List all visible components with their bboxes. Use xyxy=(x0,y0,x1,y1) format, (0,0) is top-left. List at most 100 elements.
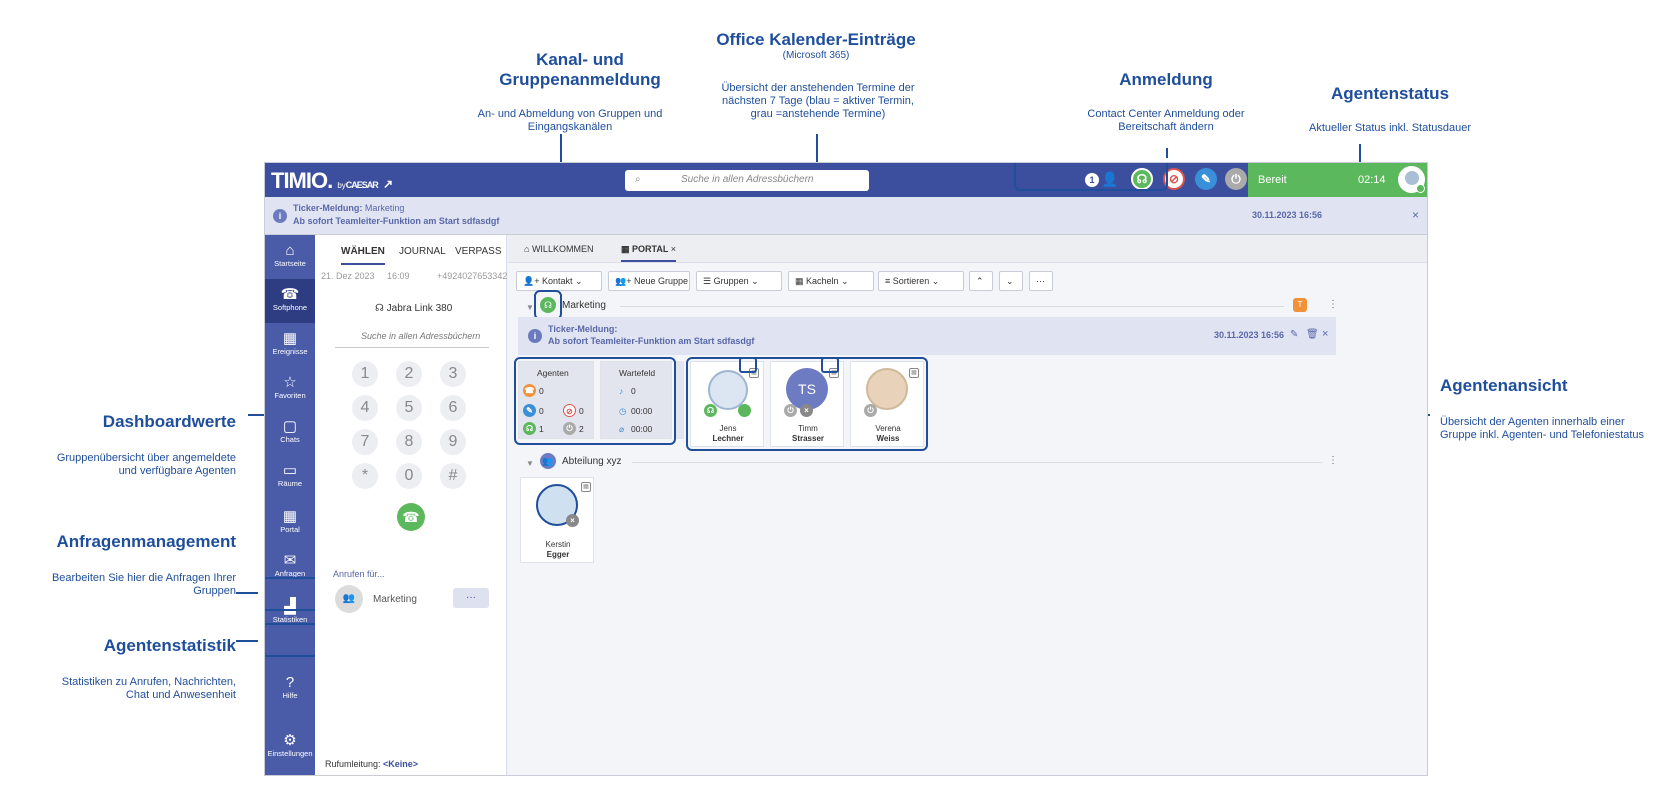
sidebar-item-einstellungen[interactable]: ⚙Einstellungen xyxy=(265,725,315,769)
tab-willkommen[interactable]: ⌂ WILLKOMMEN xyxy=(524,244,594,254)
agent-status[interactable]: Bereit 02:14 xyxy=(1248,163,1427,197)
call-for-more-button[interactable]: ··· xyxy=(453,588,489,608)
last-call-number[interactable]: +4924027653342 xyxy=(437,271,508,281)
groups-dropdown[interactable]: ☰ Gruppen ⌄ xyxy=(696,271,782,291)
expand-button[interactable]: ⌃ xyxy=(969,271,993,291)
agent-first-name: Kerstin xyxy=(545,540,571,549)
key-0[interactable]: 0 xyxy=(396,463,422,489)
login-icon: ☊ xyxy=(523,422,536,435)
key-8[interactable]: 8 xyxy=(396,429,422,455)
logout-button[interactable]: ⏻ xyxy=(1225,168,1247,190)
new-group-button[interactable]: 👥+ Neue Gruppe xyxy=(608,271,690,291)
grid-icon: ▦ xyxy=(282,508,298,525)
annotation-kanal-sub: An- und Abmeldung von Gruppen und Eingan… xyxy=(477,108,663,133)
last-call-date: 21. Dez 2023 xyxy=(321,271,375,281)
login-count-badge: 1 xyxy=(1085,173,1099,187)
tab-journal[interactable]: JOURNAL xyxy=(399,246,446,257)
group-icon: 👥 xyxy=(540,453,556,469)
collapse-button[interactable]: ⌄ xyxy=(999,271,1023,291)
calendar-icon[interactable]: ▦ xyxy=(909,368,919,378)
agent-card-lechner[interactable]: ☊ ▦ Jens Lechner xyxy=(690,361,764,447)
key-3[interactable]: 3 xyxy=(440,361,466,387)
queue-icon: ♪ xyxy=(619,386,624,396)
agent-card-egger[interactable]: × ▦ Kerstin Egger xyxy=(520,477,594,563)
close-icon[interactable]: × xyxy=(1412,208,1420,222)
collapse-group-icon[interactable]: ▼ xyxy=(526,459,534,468)
add-contact-button[interactable]: 👤+ Kontakt ⌄ xyxy=(516,271,602,291)
key-1[interactable]: 1 xyxy=(352,361,378,387)
key-4[interactable]: 4 xyxy=(352,395,378,421)
key-6[interactable]: 6 xyxy=(440,395,466,421)
call-for-group[interactable]: Marketing xyxy=(373,594,417,605)
key-2[interactable]: 2 xyxy=(396,361,422,387)
sidebar-item-ereignisse[interactable]: ▦Ereignisse xyxy=(265,323,315,367)
group-menu-icon[interactable]: ⋮ xyxy=(1328,299,1338,310)
close-icon[interactable]: × xyxy=(1322,328,1329,340)
sidebar-item-label: Startseite xyxy=(274,259,306,268)
tab-waehlen[interactable]: WÄHLEN xyxy=(341,246,385,265)
dnd-button[interactable]: ⊘ xyxy=(1163,168,1185,190)
agent-avatar xyxy=(866,368,908,410)
agent-last-name: Strasser xyxy=(791,434,825,443)
sidebar-item-hilfe[interactable]: ?Hilfe xyxy=(265,667,315,711)
group-ticker-date: 30.11.2023 16:56 xyxy=(1214,330,1285,340)
search-icon: ⌕ xyxy=(635,174,641,185)
phone-search-input[interactable]: Suche in allen Adressbüchern xyxy=(335,328,489,348)
sidebar-item-chats[interactable]: ▢Chats xyxy=(265,411,315,455)
sort-dropdown[interactable]: ≡ Sortieren ⌄ xyxy=(878,271,964,291)
key-hash[interactable]: # xyxy=(440,463,466,489)
agent-card-weiss[interactable]: ⏻ ▦ Verena Weiss xyxy=(850,361,924,447)
global-search-input[interactable]: Suche in allen Adressbüchern xyxy=(625,170,869,191)
help-icon: ? xyxy=(285,674,295,691)
annotation-office-small: (Microsoft 365) xyxy=(782,50,850,61)
sidebar-item-statistiken[interactable]: ▟Statistiken xyxy=(265,591,315,635)
call-forwarding[interactable]: Rufumleitung: <Keine> xyxy=(325,759,418,769)
key-5[interactable]: 5 xyxy=(396,395,422,421)
pause-button[interactable]: ✎ xyxy=(1195,168,1217,190)
sidebar-item-softphone[interactable]: ☎Softphone xyxy=(265,279,315,323)
toolbar-more-button[interactable]: ··· xyxy=(1029,271,1053,291)
sidebar-item-label: Einstellungen xyxy=(267,749,313,758)
user-avatar[interactable] xyxy=(1398,166,1425,193)
key-9[interactable]: 9 xyxy=(440,429,466,455)
sidebar-item-startseite[interactable]: ⌂Startseite xyxy=(265,235,315,279)
tab-portal[interactable]: ▦ PORTAL × xyxy=(621,244,676,262)
sidebar-item-label: Hilfe xyxy=(282,691,298,700)
key-star[interactable]: * xyxy=(352,463,378,489)
sidebar-item-label: Räume xyxy=(277,479,303,488)
sidebar-item-anfragen[interactable]: ✉Anfragen xyxy=(265,545,315,589)
button-label: Kontakt xyxy=(541,276,573,286)
delete-icon[interactable]: 🗑 xyxy=(1306,329,1319,340)
avg-time: 00:00 xyxy=(631,424,653,434)
sidebar-item-raeume[interactable]: ▭Räume xyxy=(265,455,315,499)
sidebar-item-portal[interactable]: ▦Portal xyxy=(265,501,315,545)
tiles-dropdown[interactable]: ▦ Kacheln ⌄ xyxy=(788,271,874,291)
highlight-calendar-blue xyxy=(739,357,757,373)
tab-verpass[interactable]: VERPASS xyxy=(455,246,502,257)
group-menu-icon[interactable]: ⋮ xyxy=(1328,455,1338,466)
calendar-icon: ▦ xyxy=(282,330,298,347)
calendar-icon[interactable]: ▦ xyxy=(581,482,591,492)
call-button[interactable]: ☎ xyxy=(397,503,425,531)
group-login-icon[interactable]: ☊ xyxy=(540,297,556,313)
dashboard-queue-card: Wartefeld ♪ 0 ◷ 00:00 ⌀ 00:00 xyxy=(600,361,672,439)
collapse-group-icon[interactable]: ▼ xyxy=(526,303,534,312)
edit-icon[interactable]: ✎ xyxy=(1290,329,1299,340)
users-check-icon[interactable]: 👤 xyxy=(1101,170,1119,187)
calendar-icon[interactable]: ▦ xyxy=(749,368,759,378)
agent-first-name: Timm xyxy=(798,424,818,433)
info-icon: i xyxy=(273,209,287,223)
stats-icon: ▟ xyxy=(284,598,296,615)
dashboard-queue-title: Wartefeld xyxy=(619,368,656,378)
ticker-group: Marketing xyxy=(364,203,405,213)
sidebar-item-label: Statistiken xyxy=(272,615,308,624)
rooms-icon: ▭ xyxy=(282,462,298,479)
softphone-panel: WÄHLEN JOURNAL VERPASS 21. Dez 2023 16:0… xyxy=(315,235,508,775)
star-icon: ☆ xyxy=(283,374,297,391)
key-7[interactable]: 7 xyxy=(352,429,378,455)
connector-line xyxy=(236,640,258,642)
agent-card-strasser[interactable]: TS ⏻ × ▦ Timm Strasser xyxy=(770,361,844,447)
calendar-icon[interactable]: ▦ xyxy=(829,368,839,378)
sidebar-item-favoriten[interactable]: ☆Favoriten xyxy=(265,367,315,411)
headset-device[interactable]: ☊ Jabra Link 380 xyxy=(375,303,453,314)
